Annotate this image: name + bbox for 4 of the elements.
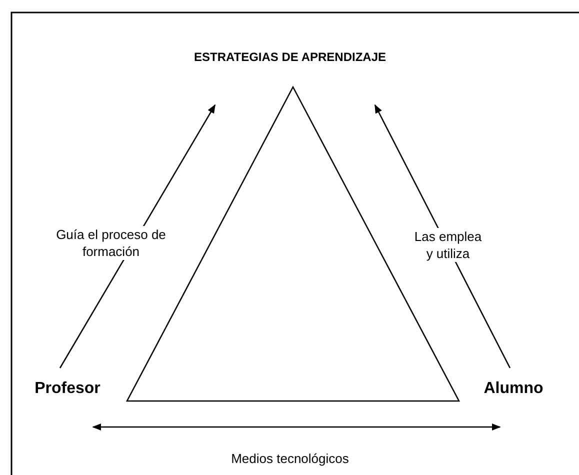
- arrow: [92, 423, 501, 431]
- role-label: Profesor: [34, 380, 100, 398]
- heading-label: ESTRATEGIAS DE APRENDIZAJE: [194, 50, 386, 64]
- role-label: Alumno: [484, 380, 544, 398]
